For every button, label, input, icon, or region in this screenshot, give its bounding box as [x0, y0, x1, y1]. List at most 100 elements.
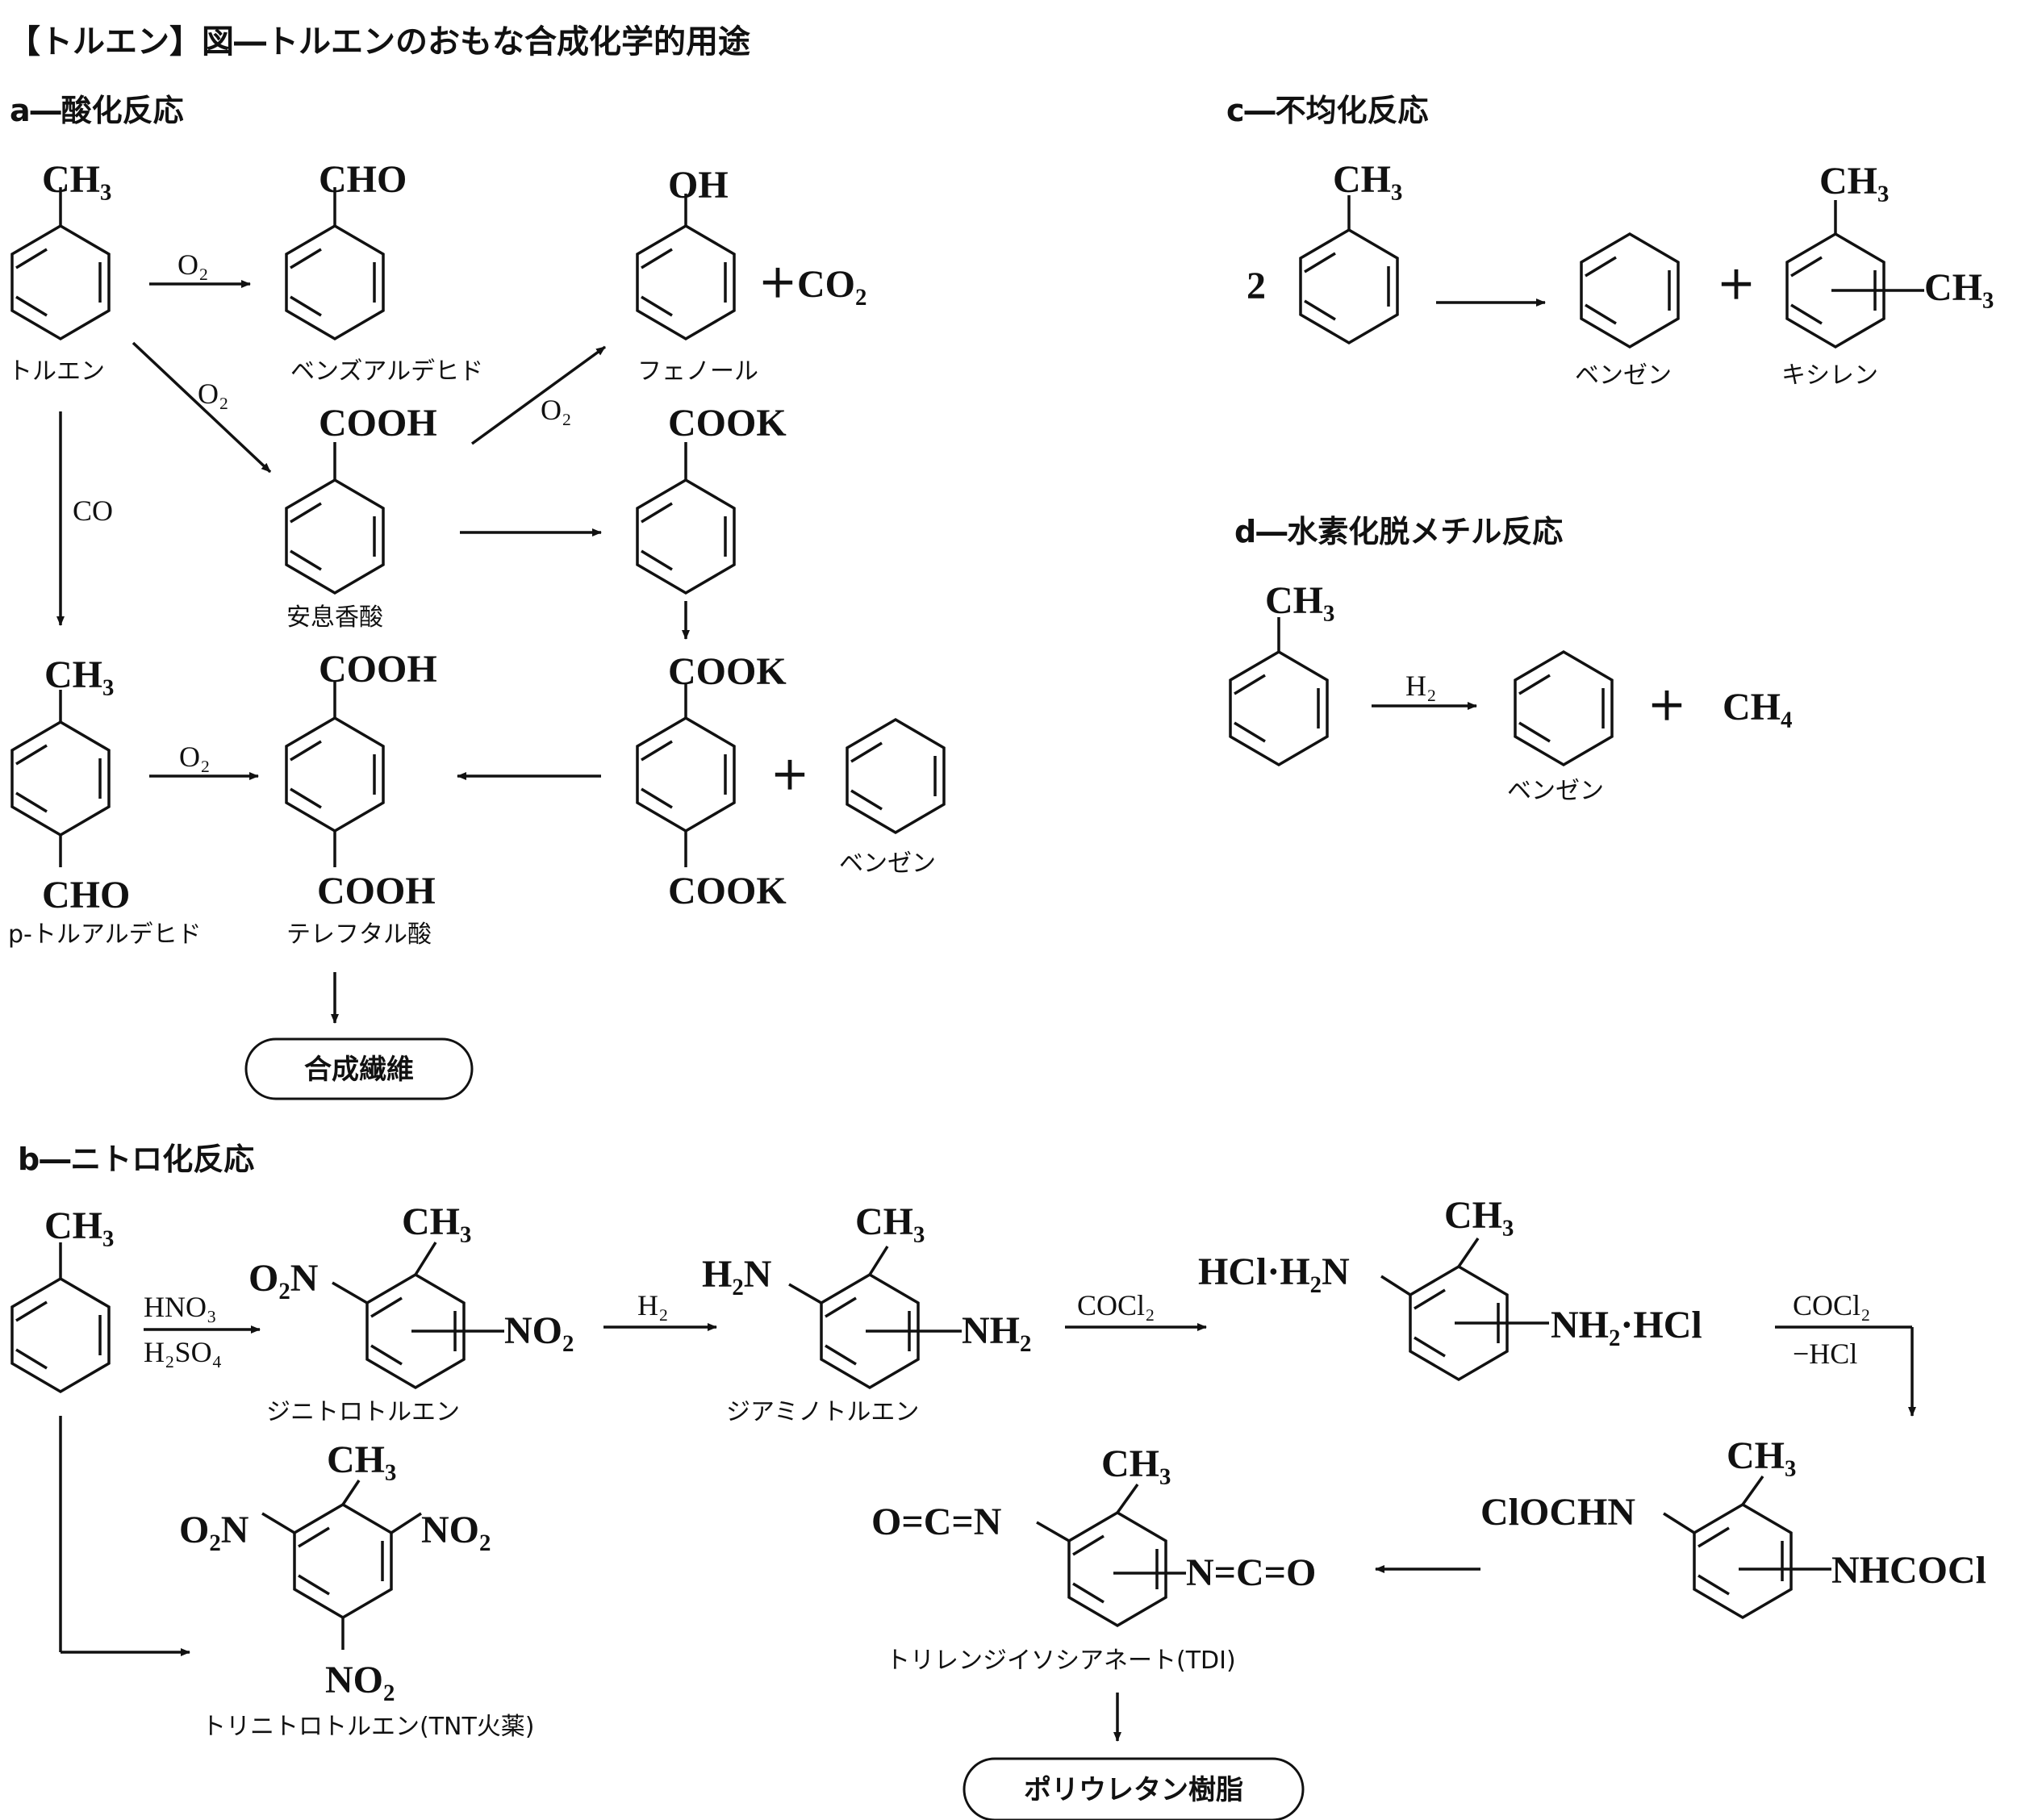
- b-hcl-right: NH₂·HCl: [1551, 1304, 1702, 1346]
- a-potassium-benzoate: COOK: [636, 402, 787, 595]
- a-plus: ＋: [770, 755, 809, 798]
- b-hcl-left: HCl·H₂N: [1198, 1250, 1350, 1293]
- a-benzoic-cooh: COOH: [319, 402, 437, 445]
- a-benzaldehyde: CHO ベンズアルデヒド: [285, 158, 483, 386]
- c-xylene-name: キシレン: [1781, 361, 1878, 390]
- b-tdi-name: トリレンジイソシアネート(TDI): [886, 1647, 1236, 1675]
- a-toluene: CH₃ トルエン: [8, 158, 111, 386]
- arrow-benzoic-to-phenol: [470, 345, 607, 445]
- c-coefficient: 2: [1247, 265, 1266, 307]
- b-tdi-left: O=C=N: [871, 1501, 1002, 1543]
- b-dnt-no2: NO₂: [504, 1309, 574, 1352]
- a-toluene-name: トルエン: [8, 357, 105, 386]
- c-xylene-ch3-side: CH₃: [1924, 266, 1994, 309]
- b-tnt-name: トリニトロトルエン(TNT火薬): [202, 1713, 535, 1741]
- b-dat-nh2: NH₂: [962, 1309, 1031, 1352]
- c-benzene: ベンゼン: [1575, 232, 1680, 390]
- b-tnt-ch3: CH₃: [327, 1438, 396, 1481]
- a-benzoic-name: 安息香酸: [286, 603, 383, 632]
- b-carb-right: NHCOCl: [1831, 1549, 1986, 1592]
- b-diaminotoluene: CH₃ H₂N NH₂ ジアミノトルエン: [702, 1200, 1031, 1426]
- a-terephthalic-acid: COOH COOH テレフタル酸: [285, 648, 437, 949]
- cond-cocl2-b: COCl₂: [1793, 1289, 1871, 1321]
- a-ptolualdehyde-ch3: CH₃: [44, 653, 114, 696]
- b-tnt-no2-right: NO₂: [421, 1509, 491, 1551]
- cond-co: CO: [73, 495, 113, 527]
- section-d-heading: d―水素化脱メチル反応: [1234, 514, 1563, 549]
- d-methane: CH₄: [1723, 686, 1792, 728]
- b-dnt-ch3: CH₃: [402, 1200, 471, 1243]
- b-dat-ch3: CH₃: [855, 1200, 925, 1243]
- a-phenol-oh: OH: [668, 164, 729, 207]
- c-benzene-name: ベンゼン: [1575, 361, 1672, 390]
- b-tnt-o2n: O₂N: [179, 1509, 249, 1551]
- figure-title: 【トルエン】図―トルエンのおもな合成化学的用途: [8, 23, 750, 61]
- b-dat-h2n: H₂N: [702, 1253, 772, 1296]
- b-trinitrotoluene: CH₃ O₂N NO₂ NO₂ トリニトロトルエン(TNT火薬): [179, 1438, 535, 1741]
- a-toluene-ch3: CH₃: [42, 158, 111, 201]
- b-carbamoyl-chloride: CH₃ ClOCHN NHCOCl: [1480, 1434, 1986, 1620]
- cond-cocl2: COCl₂: [1077, 1289, 1155, 1321]
- d-benzene-name: ベンゼン: [1507, 777, 1604, 805]
- b-toluene: CH₃: [10, 1204, 114, 1394]
- cond-o2-2: O₂: [198, 378, 229, 410]
- a-p-tolualdehyde: CH₃ CHO p-トルアルデヒド: [8, 653, 202, 949]
- a-ptolualdehyde-cho: CHO: [42, 874, 130, 916]
- b-carb-ch3: CH₃: [1727, 1434, 1796, 1477]
- b-hcl-ch3: CH₃: [1444, 1194, 1514, 1237]
- b-tdi: CH₃ O=C=N N=C=O トリレンジイソシアネート(TDI): [871, 1442, 1316, 1675]
- cond-h2: H₂: [637, 1289, 669, 1321]
- a-benzene-name: ベンゼン: [839, 849, 936, 878]
- synthetic-fiber-label: 合成繊維: [304, 1054, 414, 1086]
- a-kterephthalate-cook-bottom: COOK: [668, 870, 787, 912]
- b-diamine-hydrochloride: CH₃ HCl·H₂N NH₂·HCl: [1198, 1194, 1702, 1382]
- c-xylene: CH₃ CH₃ キシレン: [1781, 160, 1994, 390]
- a-tpa-cooh-bottom: COOH: [317, 870, 436, 912]
- polyurethane-label: ポリウレタン樹脂: [1024, 1774, 1243, 1806]
- section-c-heading: c―不均化反応: [1226, 93, 1429, 128]
- a-kbenzoate-cook: COOK: [668, 402, 787, 445]
- a-benzaldehyde-name: ベンズアルデヒド: [290, 357, 483, 386]
- cond-h2so4: H₂SO₄: [144, 1336, 222, 1368]
- a-benzaldehyde-cho: CHO: [319, 158, 407, 201]
- d-toluene-ch3: CH₃: [1265, 579, 1334, 622]
- a-kterephthalate-cook-top: COOK: [668, 650, 787, 693]
- a-benzoic-acid: COOH 安息香酸: [285, 402, 437, 632]
- a-plus-co2: ＋CO₂: [758, 263, 867, 306]
- a-benzene: ベンゼン: [839, 717, 946, 878]
- section-a-heading: a―酸化反応: [10, 93, 184, 128]
- d-plus: ＋: [1647, 686, 1686, 728]
- b-tnt-no2-bottom: NO₂: [325, 1659, 395, 1701]
- cond-hno3: HNO₃: [144, 1291, 217, 1323]
- polyurethane-box: ポリウレタン樹脂: [963, 1757, 1305, 1820]
- c-toluene: CH₃: [1299, 158, 1402, 345]
- b-toluene-ch3: CH₃: [44, 1204, 114, 1247]
- synthetic-fiber-box: 合成繊維: [244, 1037, 474, 1100]
- b-tdi-ch3: CH₃: [1101, 1442, 1171, 1485]
- b-dat-name: ジアミノトルエン: [726, 1398, 919, 1426]
- a-potassium-terephthalate: COOK COOK: [636, 650, 787, 912]
- b-tdi-right: N=C=O: [1186, 1551, 1316, 1594]
- d-toluene: CH₃: [1229, 579, 1334, 767]
- d-cond-h2: H₂: [1405, 670, 1437, 702]
- cond-o2-3: O₂: [541, 394, 572, 426]
- c-toluene-ch3: CH₃: [1333, 158, 1402, 201]
- cond-minus-hcl: −HCl: [1793, 1338, 1857, 1370]
- a-tpa-cooh-top: COOH: [319, 648, 437, 691]
- arrow-toluene-to-benzoic: [132, 341, 272, 474]
- a-phenol-name: フェノール: [637, 357, 758, 386]
- c-xylene-ch3-top: CH₃: [1819, 160, 1889, 202]
- cond-o2-1: O₂: [177, 248, 209, 281]
- c-plus: ＋: [1717, 265, 1756, 307]
- a-phenol: OH ＋CO₂ フェノール: [636, 164, 867, 386]
- cond-o2-4: O₂: [179, 741, 211, 773]
- b-dnt-name: ジニトロトルエン: [266, 1398, 460, 1426]
- a-tpa-name: テレフタル酸: [286, 920, 432, 949]
- b-dinitrotoluene: CH₃ O₂N NO₂ ジニトロトルエン: [248, 1200, 574, 1426]
- b-carb-left: ClOCHN: [1480, 1491, 1635, 1534]
- section-b-heading: b―ニトロ化反応: [18, 1142, 254, 1177]
- d-benzene: ベンゼン: [1507, 649, 1614, 805]
- b-dnt-o2n: O₂N: [248, 1257, 319, 1300]
- a-ptolualdehyde-name: p-トルアルデヒド: [8, 920, 202, 949]
